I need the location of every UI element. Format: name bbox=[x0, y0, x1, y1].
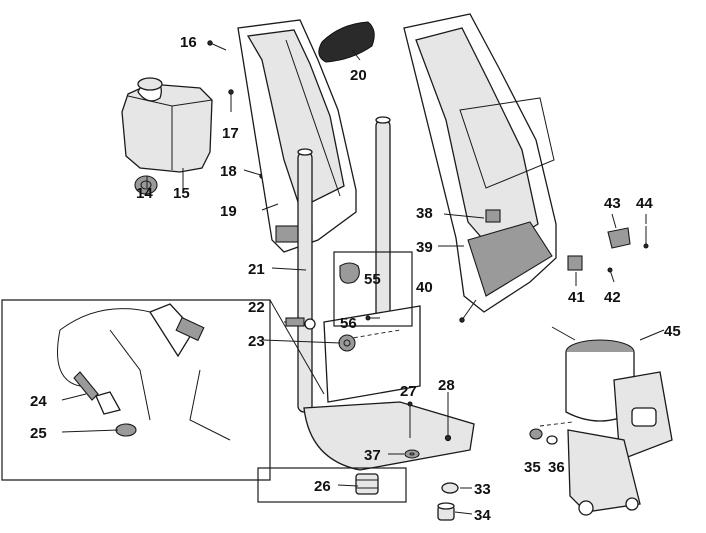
label-43: 43 bbox=[604, 195, 621, 212]
label-28: 28 bbox=[438, 377, 455, 394]
label-20: 20 bbox=[350, 67, 367, 84]
label-17: 17 bbox=[222, 125, 239, 142]
part-number-labels: 14 15 16 17 18 19 20 21 22 23 24 25 26 2… bbox=[30, 34, 681, 524]
part-35-washer bbox=[529, 428, 543, 440]
part-28-part bbox=[444, 392, 452, 442]
part-27-screw bbox=[407, 401, 413, 438]
part-33-foot bbox=[441, 482, 459, 494]
part-40-screw bbox=[459, 299, 477, 323]
label-26: 26 bbox=[314, 478, 331, 495]
label-24: 24 bbox=[30, 393, 47, 410]
label-40: 40 bbox=[416, 279, 433, 296]
part-16-screw bbox=[207, 40, 227, 51]
label-18: 18 bbox=[220, 163, 237, 180]
part-39-rear-housing bbox=[403, 13, 557, 313]
part-22-bolt bbox=[284, 317, 316, 330]
label-56: 56 bbox=[340, 315, 357, 332]
label-15: 15 bbox=[173, 185, 190, 202]
part-43-clip bbox=[607, 227, 631, 249]
label-35: 35 bbox=[524, 459, 541, 476]
label-39: 39 bbox=[416, 239, 433, 256]
part-38-clip bbox=[485, 209, 501, 223]
part-15-detergent-tank bbox=[121, 77, 213, 173]
label-38: 38 bbox=[416, 205, 433, 222]
callout-box-55-56 bbox=[333, 251, 413, 327]
label-33: 33 bbox=[474, 481, 491, 498]
part-37-washer bbox=[404, 449, 420, 459]
inset-power-cord bbox=[1, 299, 325, 481]
part-41-clip bbox=[567, 255, 583, 271]
part-19-front-cover bbox=[237, 19, 357, 253]
part-20-label-plate bbox=[318, 21, 375, 63]
label-44: 44 bbox=[636, 195, 653, 212]
label-14: 14 bbox=[136, 185, 153, 202]
leader-lines bbox=[61, 49, 665, 515]
label-16: 16 bbox=[180, 34, 197, 51]
part-36-nut bbox=[546, 435, 558, 445]
label-41: 41 bbox=[568, 289, 585, 306]
part-42-screw bbox=[607, 267, 615, 283]
label-22: 22 bbox=[248, 299, 265, 316]
part-44-screw bbox=[643, 226, 649, 249]
part-14-tank-cap bbox=[134, 175, 158, 195]
part-45-motor-pump bbox=[539, 339, 673, 516]
label-55: 55 bbox=[364, 271, 381, 288]
label-19: 19 bbox=[220, 203, 237, 220]
part-17-screw bbox=[228, 89, 234, 112]
part-21-frame-handle bbox=[297, 116, 475, 471]
label-25: 25 bbox=[30, 425, 47, 442]
label-45: 45 bbox=[664, 323, 681, 340]
part-23-nut bbox=[338, 334, 356, 352]
label-21: 21 bbox=[248, 261, 265, 278]
label-42: 42 bbox=[604, 289, 621, 306]
label-34: 34 bbox=[474, 507, 491, 524]
part-34-foot bbox=[437, 502, 455, 521]
label-37: 37 bbox=[364, 447, 381, 464]
label-23: 23 bbox=[248, 333, 265, 350]
callout-box-26 bbox=[257, 467, 407, 503]
label-36: 36 bbox=[548, 459, 565, 476]
label-27: 27 bbox=[400, 383, 417, 400]
